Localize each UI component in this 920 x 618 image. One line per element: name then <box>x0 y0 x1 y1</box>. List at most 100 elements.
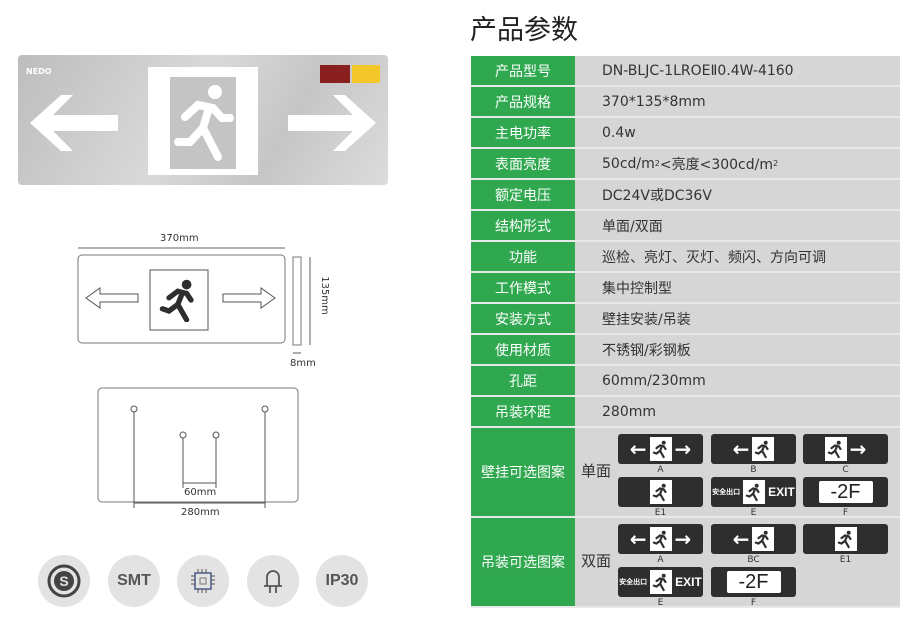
chip-icon <box>177 555 229 607</box>
spec-value: 280mm <box>575 397 900 426</box>
exit-door-icon <box>649 437 672 461</box>
exit-sign-graphic <box>30 65 380 175</box>
spec-key: 结构形式 <box>471 211 575 240</box>
exit-en-text: EXIT <box>675 575 702 589</box>
led-icon <box>247 555 299 607</box>
table-row: 使用材质不锈钢/彩钢板 <box>471 335 900 366</box>
spec-key: 吊装环距 <box>471 397 575 426</box>
exit-cn-text: 安全出口 <box>619 578 648 586</box>
floor-text: -2F <box>818 481 873 503</box>
spec-key: 壁挂可选图案 <box>471 428 575 516</box>
page-title: 产品参数 <box>470 15 578 46</box>
spec-value: DN-BLJC-1LROEⅡ0.4W-4160 <box>575 56 900 85</box>
spec-value: 0.4w <box>575 118 900 147</box>
pattern-label: E <box>750 508 757 518</box>
pattern-e[interactable]: 安全出口 EXIT <box>618 567 703 597</box>
exit-door-icon <box>824 437 847 461</box>
pattern-e1[interactable] <box>618 477 703 507</box>
pattern-f[interactable]: -2F <box>711 567 796 597</box>
pattern-label: F <box>842 508 849 518</box>
hole-spacing-large: 280mm <box>181 507 220 518</box>
exit-door-icon <box>650 570 673 594</box>
svg-text:S: S <box>59 573 68 589</box>
arrow-right-icon: → <box>674 527 692 551</box>
face-label: 双面 <box>581 552 612 570</box>
spec-value: 370*135*8mm <box>575 87 900 116</box>
face-label: 单面 <box>581 462 612 480</box>
height-dimension: 135mm <box>318 276 330 315</box>
spec-key: 表面亮度 <box>471 149 575 178</box>
spec-value: 单面/双面 <box>575 211 900 240</box>
table-row: 安装方式壁挂安装/吊装 <box>471 304 900 335</box>
exit-door-icon <box>752 527 775 551</box>
exit-en-text: EXIT <box>768 485 795 499</box>
pattern-label: A <box>657 555 664 565</box>
spec-key: 安装方式 <box>471 304 575 333</box>
exit-door-icon <box>649 480 672 504</box>
value-part: 50cd/m <box>602 155 655 172</box>
spec-key: 产品规格 <box>471 87 575 116</box>
pattern-b[interactable]: ← <box>711 434 796 464</box>
spec-key: 工作模式 <box>471 273 575 302</box>
spec-key: 功能 <box>471 242 575 271</box>
ip30-badge: IP30 <box>316 555 368 607</box>
arrow-left-icon: ← <box>629 437 647 461</box>
value-sup: 2 <box>772 159 779 168</box>
spec-key: 吊装可选图案 <box>471 518 575 606</box>
pattern-c[interactable]: → <box>803 434 888 464</box>
spec-key: 主电功率 <box>471 118 575 147</box>
width-dimension: 370mm <box>160 233 199 244</box>
pattern-a[interactable]: ←→ <box>618 524 703 554</box>
s-certification-icon: S <box>38 555 90 607</box>
pattern-label: F <box>750 598 757 608</box>
value-part: <亮度<300cd/m <box>659 156 773 173</box>
arrow-left-icon: ← <box>732 437 750 461</box>
arrow-left-icon: ← <box>629 527 647 551</box>
pattern-e1[interactable] <box>803 524 888 554</box>
exit-door-icon <box>649 527 672 551</box>
pattern-label: B <box>750 465 757 475</box>
back-mounting-drawing <box>97 387 299 508</box>
table-row: 功能巡检、亮灯、灭灯、频闪、方向可调 <box>471 242 900 273</box>
pattern-f[interactable]: -2F <box>803 477 888 507</box>
front-dimension-drawing <box>77 247 311 354</box>
spec-key: 额定电压 <box>471 180 575 209</box>
exit-door-icon <box>834 527 857 551</box>
spec-value: 巡检、亮灯、灭灯、频闪、方向可调 <box>575 242 900 271</box>
spec-value: 壁挂安装/吊装 <box>575 304 900 333</box>
pattern-label: C <box>842 465 849 475</box>
spec-key: 孔距 <box>471 366 575 395</box>
pattern-bc[interactable]: ← <box>711 524 796 554</box>
value-sup: 2 <box>654 159 660 168</box>
depth-dimension: 8mm <box>290 358 316 369</box>
hole-spacing-small: 60mm <box>184 487 217 498</box>
floor-text: -2F <box>726 571 781 593</box>
table-row: 结构形式单面/双面 <box>471 211 900 242</box>
pattern-label: BC <box>747 555 760 565</box>
brand-logo: NEDO <box>26 67 52 76</box>
pattern-a[interactable]: ←→ <box>618 434 703 464</box>
pattern-label: A <box>657 465 664 475</box>
spec-key: 产品型号 <box>471 56 575 85</box>
arrow-left-icon: ← <box>732 527 750 551</box>
arrow-right-icon: → <box>674 437 692 461</box>
arrow-right-icon: → <box>849 437 867 461</box>
spec-value: 60mm/230mm <box>575 366 900 395</box>
exit-door-icon <box>752 437 775 461</box>
spec-value: DC24V或DC36V <box>575 180 900 209</box>
pattern-label: E1 <box>654 508 667 518</box>
